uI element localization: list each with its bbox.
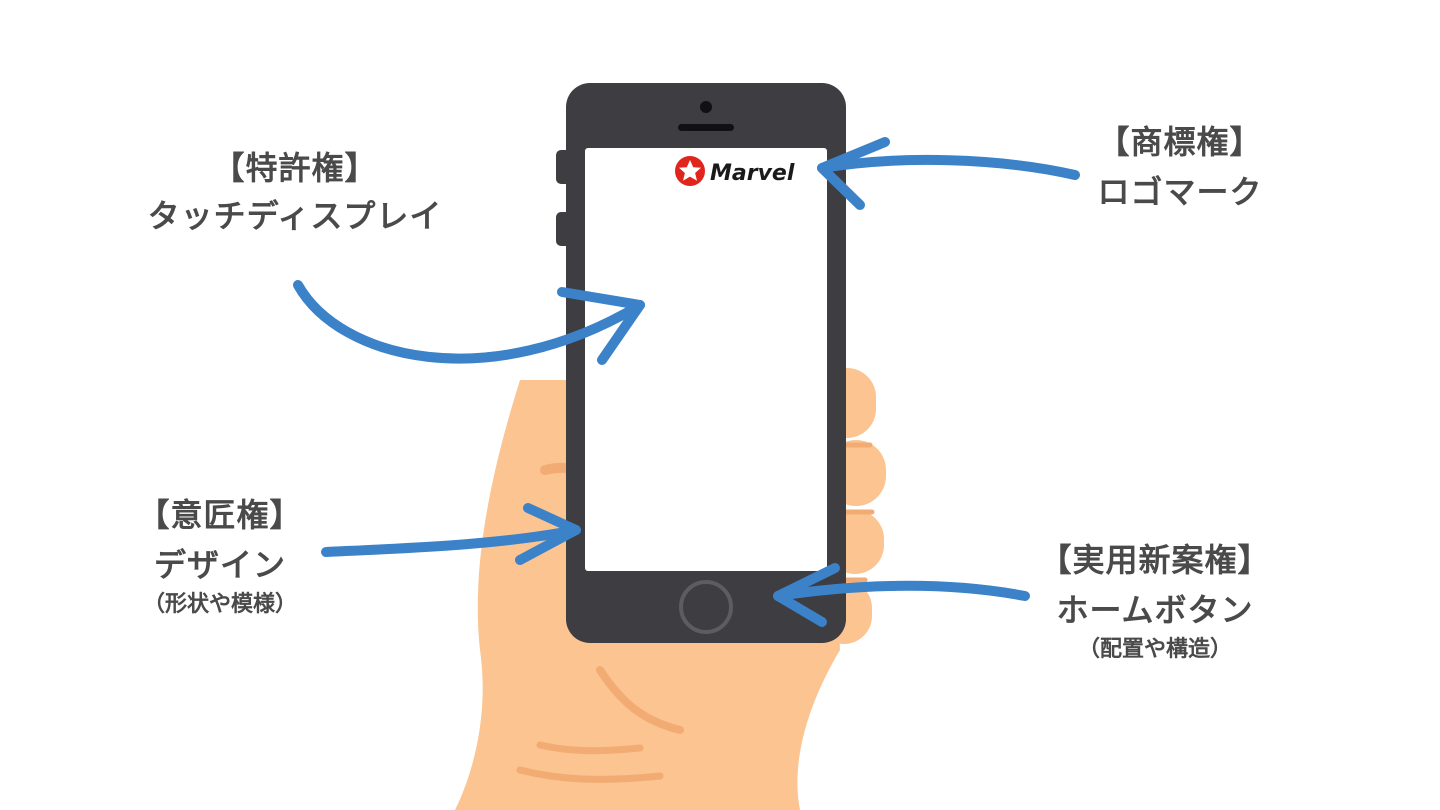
touch-display xyxy=(585,148,827,571)
trademark-heading: 【商標権】 xyxy=(1060,122,1300,162)
trademark-subject: ロゴマーク xyxy=(1060,172,1300,212)
patent-label: 【特許権】 タッチディスプレイ xyxy=(110,148,480,236)
utility-model-note: （配置や構造） xyxy=(1020,636,1290,664)
patent-subject: タッチディスプレイ xyxy=(110,196,480,236)
patent-heading: 【特許権】 xyxy=(110,148,480,188)
design-note: （形状や模様） xyxy=(100,591,340,619)
utility-model-subject: ホームボタン xyxy=(1020,590,1290,630)
arrow-utility xyxy=(778,586,1025,596)
front-camera xyxy=(700,101,712,113)
design-heading: 【意匠権】 xyxy=(100,495,340,535)
design-subject: デザイン xyxy=(100,545,340,585)
utility-model-heading: 【実用新案権】 xyxy=(1020,540,1290,580)
speaker xyxy=(678,124,734,131)
logo-text: Marvel xyxy=(710,161,795,186)
arrow-trademark xyxy=(822,160,1075,175)
trademark-label: 【商標権】 ロゴマーク xyxy=(1060,122,1300,212)
design-label: 【意匠権】 デザイン （形状や模様） xyxy=(100,495,340,619)
logo: Marvel xyxy=(675,156,795,186)
utility-model-label: 【実用新案権】 ホームボタン （配置や構造） xyxy=(1020,540,1290,664)
